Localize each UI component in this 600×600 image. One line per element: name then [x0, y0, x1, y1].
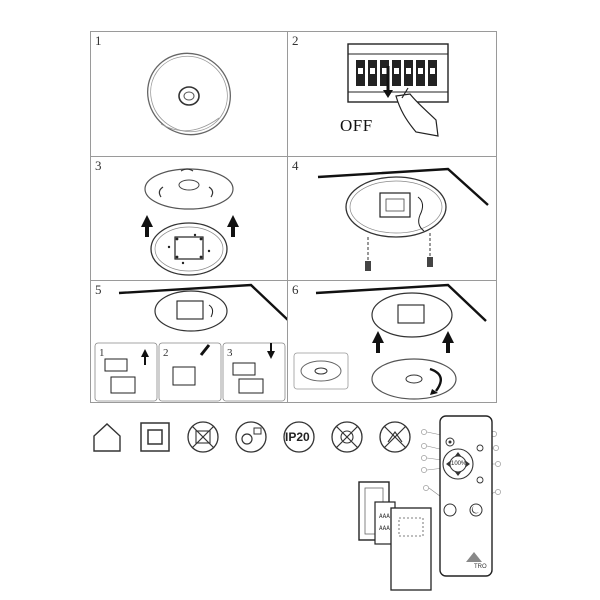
step-5-panel: 5 1 2 3: [90, 280, 289, 403]
remote-center-label: 100%: [451, 461, 467, 467]
step-number: 4: [292, 158, 299, 173]
no-wet-surface-icon: [378, 420, 412, 454]
step-number: 5: [95, 282, 102, 297]
remote-brand-label: TRO: [474, 564, 487, 570]
step-number: 6: [292, 282, 299, 297]
ip-rating-label: IP20: [285, 430, 310, 444]
mount-base-illustration: [317, 167, 489, 271]
substep-number: 3: [227, 347, 233, 359]
step-1-panel: 1: [90, 31, 288, 157]
instruction-grid: 1 2: [90, 31, 497, 403]
double-insulation-icon: [138, 420, 172, 454]
ceiling-lamp-illustration: [146, 52, 232, 136]
remote-control-illustration: [421, 415, 501, 577]
battery-compartment-illustration: AAA AAA: [358, 481, 432, 591]
step-2-panel: 2 OFF: [287, 31, 497, 157]
safety-symbols-row: IP20: [90, 420, 412, 460]
svg-text:AAA: AAA: [379, 513, 390, 520]
substep-number: 1: [99, 347, 105, 359]
wiring-illustration: [94, 283, 289, 402]
lamp-distance-icon: [234, 420, 268, 454]
indoor-house-icon: [90, 420, 124, 454]
fuse-box-illustration: [347, 43, 449, 137]
step-6-panel: 6: [287, 280, 497, 403]
step-3-panel: 3: [90, 156, 288, 281]
remove-cover-illustration: [141, 168, 239, 276]
svg-text:AAA: AAA: [379, 525, 390, 532]
no-insulation-cover-icon: [186, 420, 220, 454]
step-4-panel: 4: [287, 156, 497, 281]
attach-cover-illustration: [293, 283, 487, 400]
no-dimmer-icon: [330, 420, 364, 454]
substep-number: 2: [163, 347, 169, 359]
step-number: 3: [95, 158, 102, 173]
off-caption: OFF: [340, 116, 373, 135]
ip-rating-icon: IP20: [282, 420, 316, 454]
step-number: 2: [292, 33, 299, 48]
step-number: 1: [95, 33, 102, 48]
